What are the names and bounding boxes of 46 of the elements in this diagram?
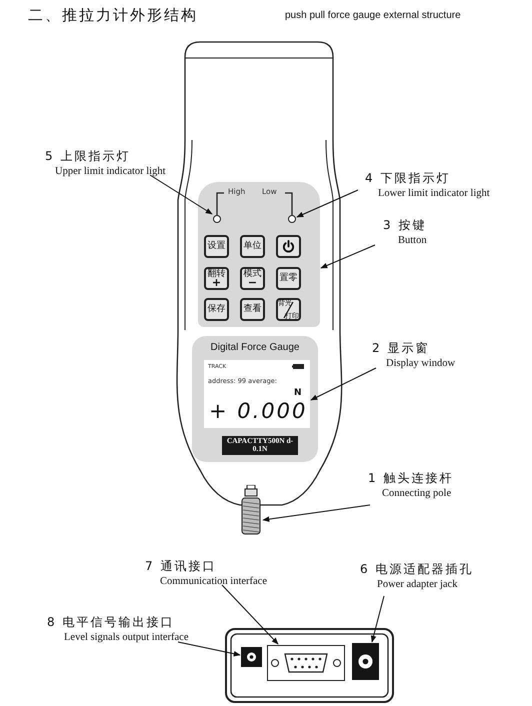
leader-line	[262, 504, 370, 522]
callout-caption: Power adapter jack	[377, 579, 458, 590]
callout-label: 7 通讯接口	[145, 558, 218, 575]
leader-line	[178, 642, 241, 656]
display-panel	[192, 336, 318, 462]
serial-port	[267, 645, 345, 681]
key-button: 查看	[240, 298, 265, 321]
key-button: 置零	[276, 267, 301, 290]
signal-output-jack	[241, 647, 262, 667]
indicator-light	[213, 215, 221, 223]
page-title: 二、推拉力计外形结构	[28, 6, 198, 25]
keypad-panel	[198, 182, 320, 327]
callout-label: 8 电平信号输出接口	[47, 614, 176, 631]
callout-caption: Level signals output interface	[64, 632, 188, 643]
leader-line	[320, 244, 376, 268]
callout-caption: Lower limit indicator light	[378, 188, 490, 199]
unit-text: N	[294, 388, 302, 398]
callout-label: 1 触头连接杆	[368, 470, 454, 487]
callout-caption: Upper limit indicator light	[55, 166, 166, 177]
panel-title: Digital Force Gauge	[210, 342, 300, 353]
callout-label: 2 显示窗	[372, 340, 430, 357]
subtitle: push pull force gauge external structure	[285, 10, 461, 21]
key-button: 设置	[204, 235, 229, 258]
callout-label: 6 电源适配器插孔	[360, 561, 474, 578]
reading-text: + 0.000	[209, 399, 308, 423]
leader-line	[370, 596, 384, 643]
leader-line	[150, 174, 213, 214]
callout-caption: Display window	[386, 358, 456, 369]
indicator-light	[288, 215, 296, 223]
connecting-pole	[240, 485, 262, 537]
lcd-screen	[204, 360, 310, 428]
key-button: 翻转 +	[204, 267, 229, 290]
key-button: 模式 −	[240, 267, 265, 290]
callout-caption: Connecting pole	[382, 488, 452, 499]
leader-line	[310, 368, 376, 400]
power-button	[276, 235, 301, 258]
leader-line	[222, 584, 278, 644]
callout-caption: Communication interface	[160, 576, 268, 587]
callout-label: 5 上限指示灯	[45, 148, 132, 165]
leader-line	[296, 190, 358, 218]
power-jack	[352, 643, 379, 680]
callout-label: 4 下限指示灯	[365, 170, 452, 187]
key-button: 保存	[204, 298, 229, 321]
callout-caption: Button	[398, 235, 427, 246]
callout-label: 3 按键	[383, 217, 427, 234]
key-button: 单位	[240, 235, 265, 258]
